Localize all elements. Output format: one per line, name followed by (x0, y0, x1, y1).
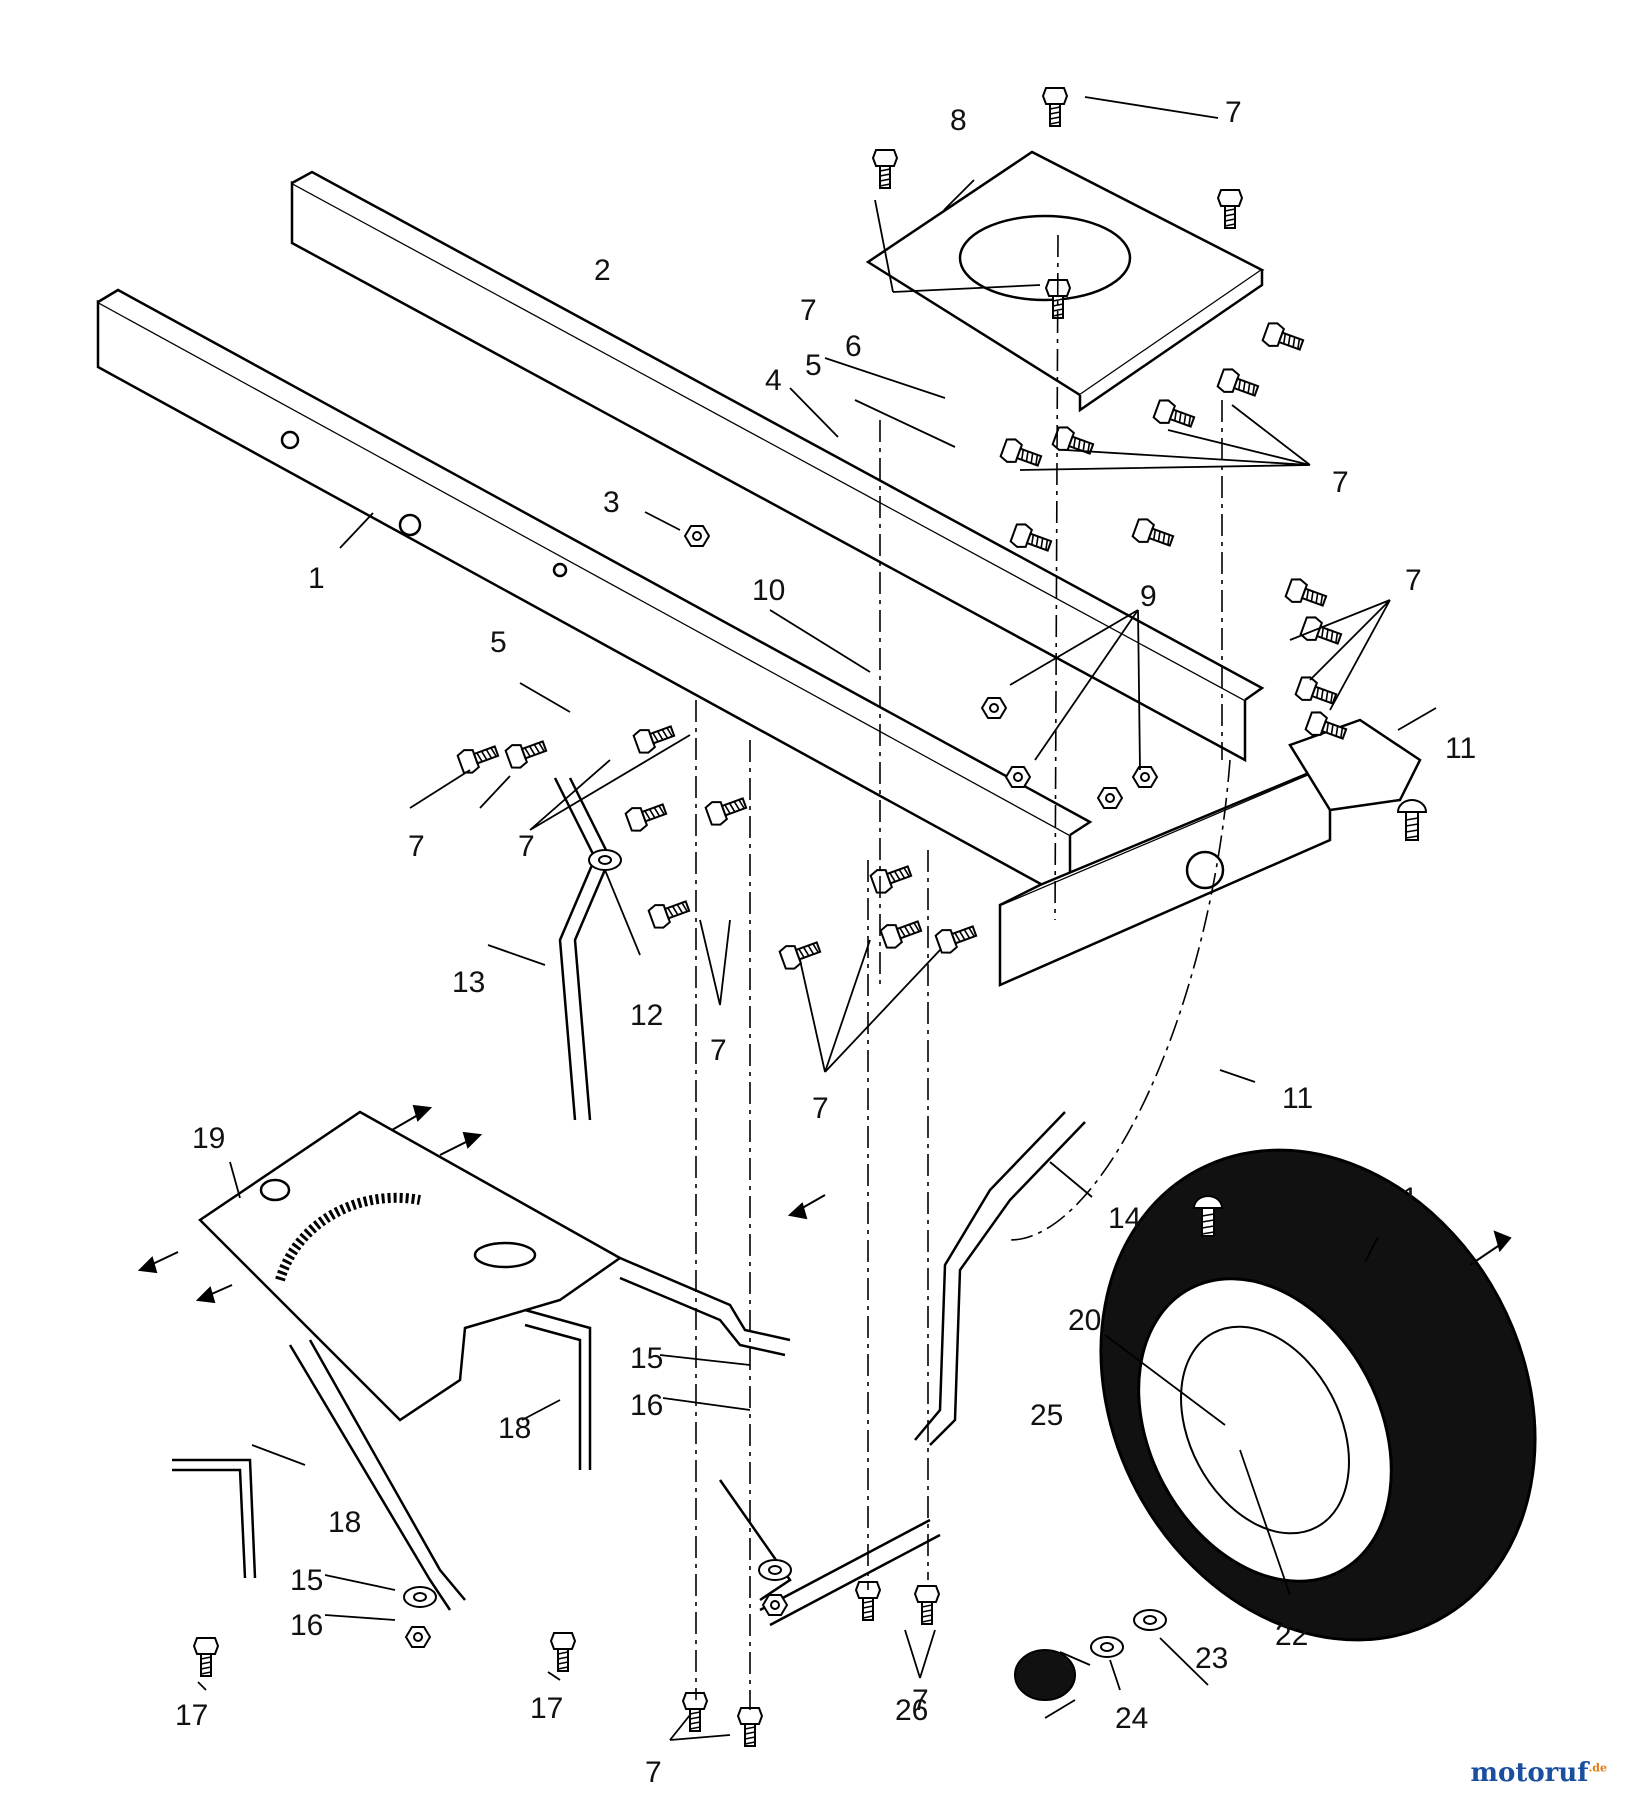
callout-7: 7 (645, 1756, 662, 1789)
callout-7: 7 (812, 1092, 829, 1125)
callout-3: 3 (603, 486, 620, 519)
callout-10: 10 (752, 574, 785, 607)
callout-17: 17 (175, 1699, 208, 1732)
callout-12: 12 (630, 999, 663, 1032)
drag-link (619, 1111, 1086, 1446)
callout-8: 8 (950, 104, 967, 137)
steering-spindle-left (172, 1458, 257, 1579)
callout-6: 6 (845, 330, 862, 363)
callout-7: 7 (518, 830, 535, 863)
callout-7: 7 (408, 830, 425, 863)
callout-20: 20 (1068, 1304, 1101, 1337)
callout-21: 21 (1385, 1182, 1418, 1215)
mounting-plate (865, 150, 1265, 413)
callout-24: 24 (1115, 1702, 1148, 1735)
assembly-lines (695, 234, 1231, 1710)
spindle-arm (553, 777, 612, 1121)
callout-18: 18 (328, 1506, 361, 1539)
callout-26: 26 (895, 1694, 928, 1727)
steering-plate (198, 1110, 623, 1422)
callout-7: 7 (800, 294, 817, 327)
callout-11: 11 (1282, 1082, 1313, 1115)
steering-spindle-right (524, 1308, 592, 1470)
callout-7: 7 (710, 1034, 727, 1067)
callout-4: 4 (765, 364, 782, 397)
callout-16: 16 (630, 1389, 663, 1422)
watermark-suffix: .de (1588, 1761, 1607, 1775)
callout-17: 17 (530, 1692, 563, 1725)
callout-1: 1 (308, 562, 325, 595)
callout-7: 7 (1405, 564, 1422, 597)
callout-25: 25 (1030, 1399, 1063, 1432)
callout-5: 5 (490, 626, 507, 659)
callout-2: 2 (594, 254, 611, 287)
callout-19: 19 (192, 1122, 225, 1155)
watermark-brand: motoruf (1470, 1758, 1589, 1788)
direction-arrows (137, 1104, 1512, 1304)
axle-bar (718, 1479, 941, 1627)
frame-rail-right (290, 170, 1265, 763)
leader-lines (197, 96, 1437, 1741)
callout-15: 15 (630, 1342, 663, 1375)
callout-13: 13 (452, 966, 485, 999)
callout-16: 16 (290, 1609, 323, 1642)
callout-23: 23 (1195, 1642, 1228, 1675)
hub-cap (1014, 1649, 1076, 1701)
callout-5: 5 (805, 349, 822, 382)
callout-9: 9 (1140, 580, 1157, 613)
callout-7: 7 (1225, 96, 1242, 129)
tie-rod (288, 1339, 466, 1611)
callout-labels: 1 2 3 4 5 5 6 7 7 7 7 7 7 7 7 7 7 8 9 10… (175, 96, 1476, 1789)
front-axle-housing (998, 718, 1422, 987)
callout-14: 14 (1108, 1202, 1141, 1235)
wheel-tire (1099, 1148, 1537, 1642)
callout-22: 22 (1275, 1619, 1308, 1652)
callout-7: 7 (1332, 466, 1349, 499)
callout-7: 7 (912, 1684, 929, 1717)
watermark-logo: motoruf.de (1470, 1758, 1607, 1788)
callout-15: 15 (290, 1564, 323, 1597)
callout-18: 18 (498, 1412, 531, 1445)
callout-11: 11 (1445, 732, 1476, 765)
